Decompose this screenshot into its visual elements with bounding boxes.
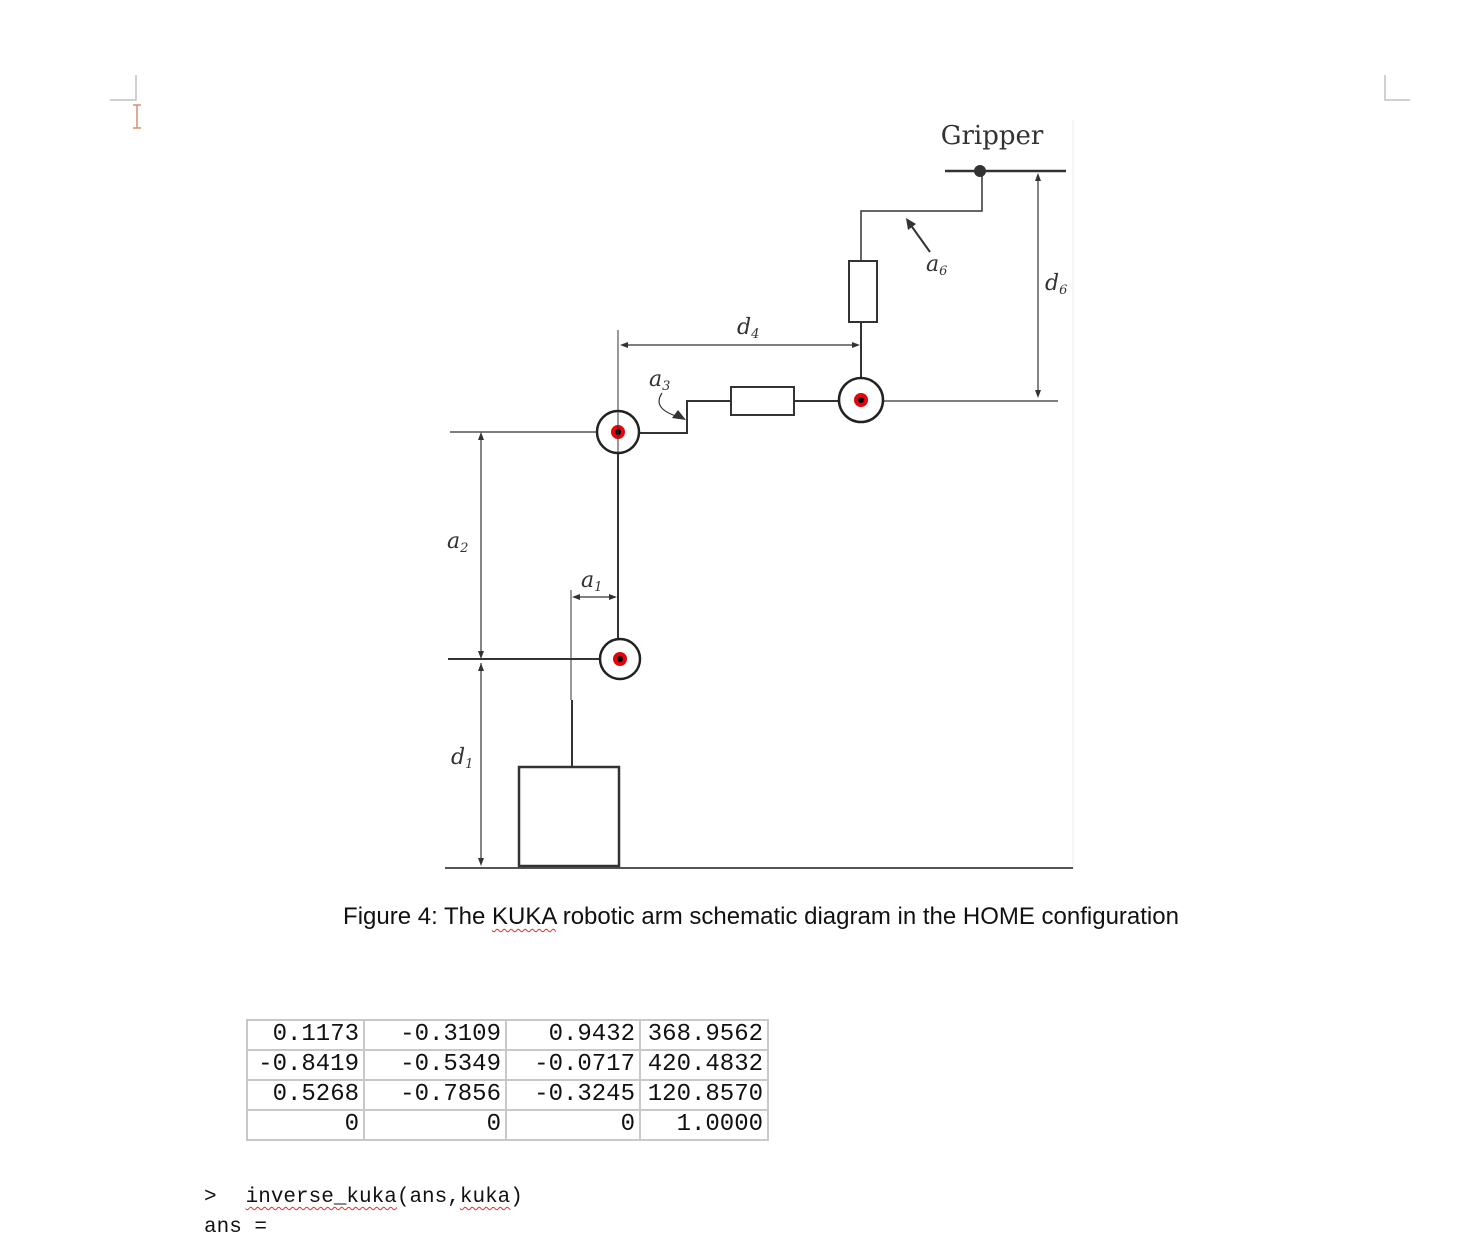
gripper-point <box>974 165 986 177</box>
joint-2 <box>595 409 641 455</box>
command-close: ) <box>510 1186 523 1209</box>
label-d1: d1 <box>451 745 473 772</box>
label-d6: d6 <box>1045 271 1067 298</box>
transform-matrix-table: 0.1173 -0.3109 0.9432 368.9562 -0.8419 -… <box>246 1019 769 1141</box>
base-block <box>517 765 621 868</box>
text-cursor-icon <box>133 104 141 129</box>
command-args: (ans, <box>396 1186 460 1209</box>
table-cell[interactable]: -0.7856 <box>363 1079 507 1111</box>
table-cell[interactable]: 120.8570 <box>639 1079 769 1111</box>
table-cell[interactable]: 0 <box>246 1109 365 1141</box>
console-command-line[interactable]: > inverse_kuka(ans,kuka) <box>204 1186 523 1209</box>
gripper-label: Gripper <box>941 121 1044 151</box>
console-output: ans = <box>204 1216 268 1239</box>
console-prompt: > <box>204 1186 217 1209</box>
table-row: 0.5268 -0.7856 -0.3245 120.8570 <box>246 1079 769 1111</box>
command-arg-kuka: kuka <box>459 1186 511 1209</box>
table-cell[interactable]: -0.8419 <box>246 1049 365 1081</box>
caption-prefix: Figure 4: The <box>343 903 492 930</box>
page-corner-marks <box>110 75 1410 101</box>
table-cell[interactable]: -0.3109 <box>363 1019 507 1051</box>
figure-caption: Figure 4: The KUKA robotic arm schematic… <box>0 903 1476 931</box>
command-function-name: inverse_kuka <box>245 1186 397 1209</box>
label-d4: d4 <box>737 315 759 342</box>
table-cell[interactable]: 420.4832 <box>639 1049 769 1081</box>
label-a3: a3 <box>649 367 670 394</box>
table-row: 0.1173 -0.3109 0.9432 368.9562 <box>246 1019 769 1051</box>
label-a2: a2 <box>447 529 468 556</box>
joint-3 <box>837 376 885 424</box>
joint-1 <box>598 637 642 681</box>
caption-kuka-misspelled[interactable]: KUKA <box>492 903 557 930</box>
table-row: -0.8419 -0.5349 -0.0717 420.4832 <box>246 1049 769 1081</box>
table-cell[interactable]: -0.3245 <box>505 1079 641 1111</box>
table-cell[interactable]: 0.9432 <box>505 1019 641 1051</box>
table-row: 0 0 0 1.0000 <box>246 1109 769 1141</box>
table-cell[interactable]: 368.9562 <box>639 1019 769 1051</box>
table-cell[interactable]: 0.5268 <box>246 1079 365 1111</box>
table-cell[interactable]: -0.5349 <box>363 1049 507 1081</box>
caption-suffix: robotic arm schematic diagram in the HOM… <box>556 903 1179 930</box>
table-cell[interactable]: 1.0000 <box>639 1109 769 1141</box>
table-cell[interactable]: 0 <box>363 1109 507 1141</box>
table-cell[interactable]: 0.1173 <box>246 1019 365 1051</box>
label-a6: a6 <box>926 252 947 279</box>
table-cell[interactable]: -0.0717 <box>505 1049 641 1081</box>
label-a1: a1 <box>581 568 602 595</box>
table-cell[interactable]: 0 <box>505 1109 641 1141</box>
